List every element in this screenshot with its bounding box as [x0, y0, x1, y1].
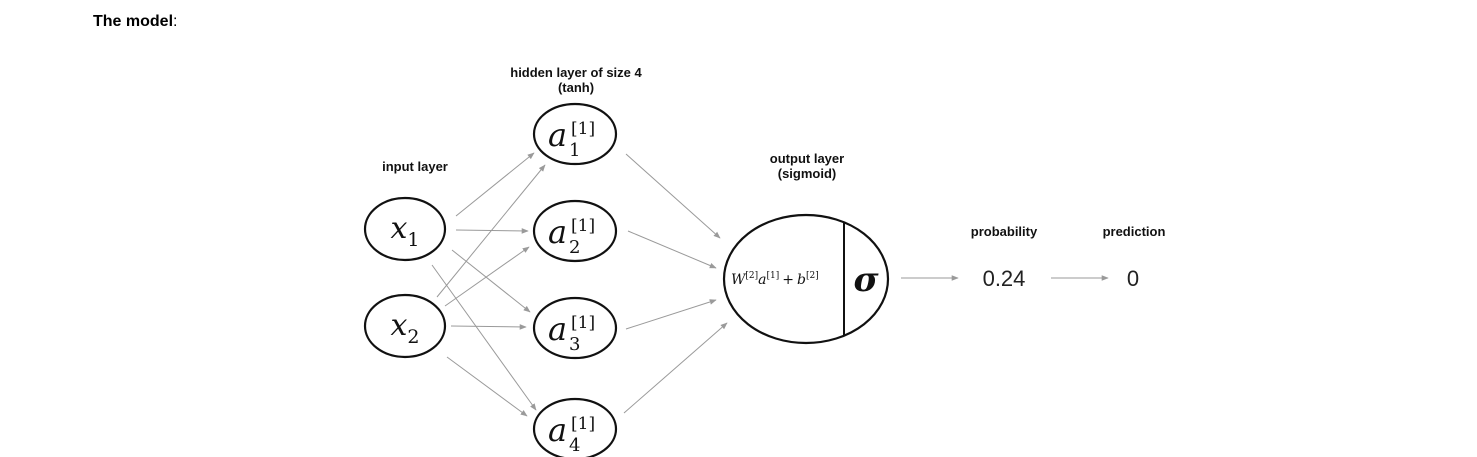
weight-superscript: [2]: [745, 271, 758, 281]
input-to-hidden-edges: [431, 152, 546, 417]
hidden-superscript: [1]: [571, 414, 595, 434]
hidden-index: 1: [569, 140, 580, 161]
input-node-x1: x1: [363, 196, 447, 262]
hidden-index: 3: [569, 334, 580, 355]
edge-x2-a3: [450, 324, 527, 330]
edge-a3-out: [625, 299, 717, 330]
output-layer-label: output layer: [770, 151, 844, 166]
probability-value: 0.24: [983, 266, 1026, 291]
hidden-superscript: [1]: [571, 313, 595, 333]
hidden-node-a4: a [1] 4: [532, 397, 618, 457]
section-heading: The model:: [93, 13, 177, 31]
edge-x2-a4: [446, 356, 528, 417]
input-index: 1: [407, 229, 419, 251]
hidden-symbol: a: [548, 411, 567, 449]
hidden-node-a3: a [1] 3: [532, 296, 618, 360]
input-symbol: x: [390, 308, 407, 343]
activation-symbol: a: [758, 272, 766, 288]
svg-text:x2: x2: [390, 308, 419, 348]
edge-x1-a4: [431, 264, 537, 411]
hidden-symbol: a: [548, 116, 567, 154]
edge-a4-out: [623, 322, 728, 414]
section-heading-title: The model: [93, 13, 174, 30]
edge-x2-a2: [444, 246, 530, 307]
input-index: 2: [407, 326, 419, 348]
prediction-value: 0: [1127, 266, 1139, 291]
bias-symbol: b: [797, 272, 806, 288]
section-heading-colon: :: [173, 13, 178, 30]
prediction-label: prediction: [1103, 224, 1166, 239]
hidden-layer-label: hidden layer of size 4: [510, 65, 642, 80]
sigma-symbol: σ: [853, 260, 879, 300]
hidden-index: 4: [569, 435, 580, 456]
hidden-symbol: a: [548, 213, 567, 251]
edge-x1-a3: [451, 249, 531, 313]
edge-a2-out: [627, 230, 717, 269]
output-activation-label: (sigmoid): [778, 166, 837, 181]
svg-text:x1: x1: [390, 211, 419, 251]
hidden-superscript: [1]: [571, 216, 595, 236]
hidden-index: 2: [569, 237, 580, 258]
bias-superscript: [2]: [806, 271, 819, 281]
input-symbol: x: [390, 211, 407, 246]
weight-symbol: W: [731, 272, 747, 288]
plus-sign: +: [782, 272, 794, 288]
edge-a1-out: [625, 153, 721, 239]
hidden-to-output-edges: [623, 153, 728, 414]
input-node-x2: x2: [363, 293, 447, 359]
edge-x2-a1: [436, 164, 546, 298]
hidden-node-a2: a [1] 2: [532, 199, 618, 263]
hidden-activation-label: (tanh): [558, 80, 594, 95]
output-linear-expression: W[2]a[1]+b[2]: [731, 271, 819, 288]
output-node: W[2]a[1]+b[2] σ: [722, 213, 890, 345]
hidden-node-a1: a [1] 1: [532, 102, 618, 166]
probability-label: probability: [971, 224, 1038, 239]
edge-x1-a1: [455, 152, 535, 217]
hidden-symbol: a: [548, 310, 567, 348]
activation-superscript: [1]: [767, 271, 780, 281]
hidden-superscript: [1]: [571, 119, 595, 139]
input-layer-label: input layer: [382, 159, 448, 174]
